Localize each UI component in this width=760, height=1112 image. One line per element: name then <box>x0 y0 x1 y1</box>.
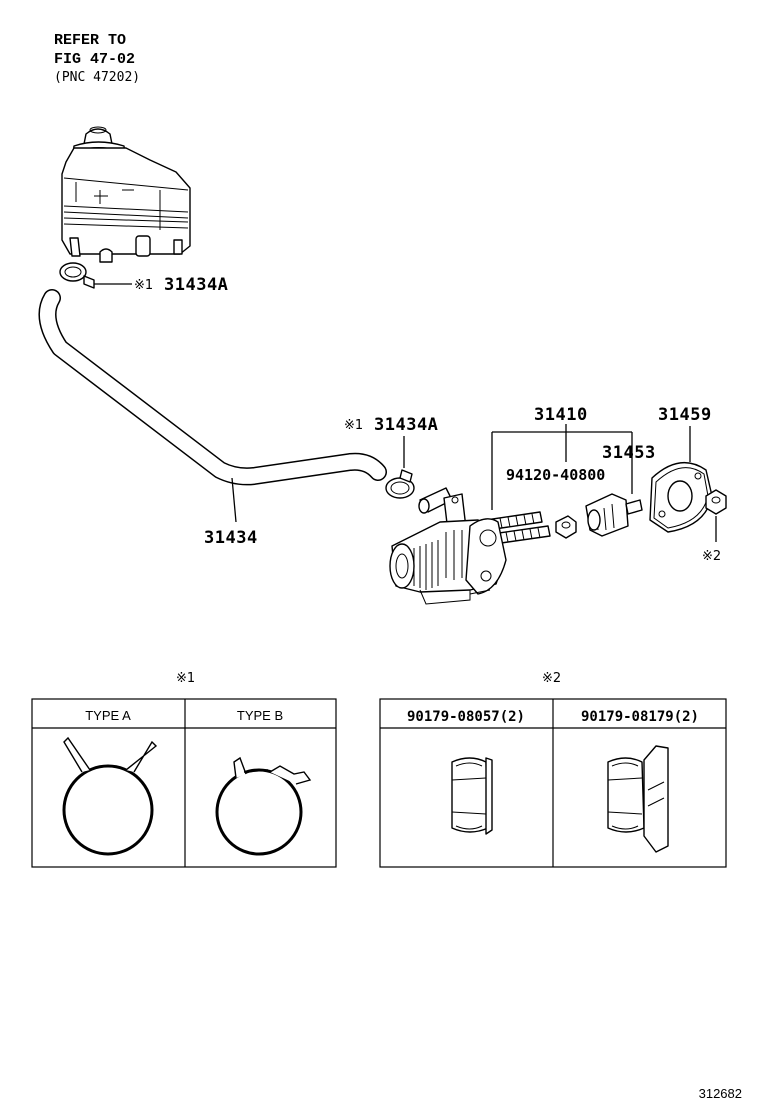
callout-bolt-nut: 94120-40800 <box>506 466 605 484</box>
diagram-id: 312682 <box>699 1086 742 1101</box>
leader-hose <box>231 477 237 523</box>
callout-cylinder-assy: 31410 <box>534 405 588 425</box>
callout-clamp-mid: 31434A <box>374 415 438 435</box>
callout-clamp-top: 31434A <box>164 275 228 295</box>
callout-hose: 31434 <box>204 528 258 548</box>
callout-gasket: 31459 <box>658 405 712 425</box>
master-cylinder <box>389 487 551 605</box>
table2-mark: ※2 <box>542 671 561 686</box>
table1-mark: ※1 <box>176 671 195 686</box>
table2-header-part-1: 90179-08057(2) <box>407 709 525 725</box>
reference-line-3: (PNC 47202) <box>54 70 140 85</box>
reservoir-tank <box>61 126 191 263</box>
push-rod <box>585 493 643 537</box>
callout-nut-mark: ※2 <box>702 549 721 564</box>
nut-types-table <box>379 698 727 868</box>
nut <box>555 515 577 539</box>
hose-clamp-mid <box>385 469 415 499</box>
clamp-types-table <box>31 698 337 868</box>
callout-mark-clamp-mid: ※1 <box>344 418 363 433</box>
clamp-type-a-drawing <box>62 736 158 856</box>
table1-header-type-a: TYPE A <box>85 708 131 723</box>
table2-header-part-2: 90179-08179(2) <box>581 709 699 725</box>
clamp-type-b-drawing <box>215 756 312 856</box>
flange-nut <box>705 489 727 515</box>
nut-type-2-drawing <box>607 745 669 853</box>
reference-line-2: FIG 47-02 <box>54 51 135 68</box>
leader-cylinder-assy <box>491 424 633 510</box>
callout-mark-clamp-top: ※1 <box>134 278 153 293</box>
gasket <box>649 461 713 533</box>
table1-header-type-b: TYPE B <box>237 708 283 723</box>
nut-type-1-drawing <box>451 757 493 835</box>
callout-push-rod: 31453 <box>602 443 656 463</box>
reference-line-1: REFER TO <box>54 32 126 49</box>
reservoir-hose <box>38 289 387 486</box>
hose-clamp-top <box>59 262 95 289</box>
